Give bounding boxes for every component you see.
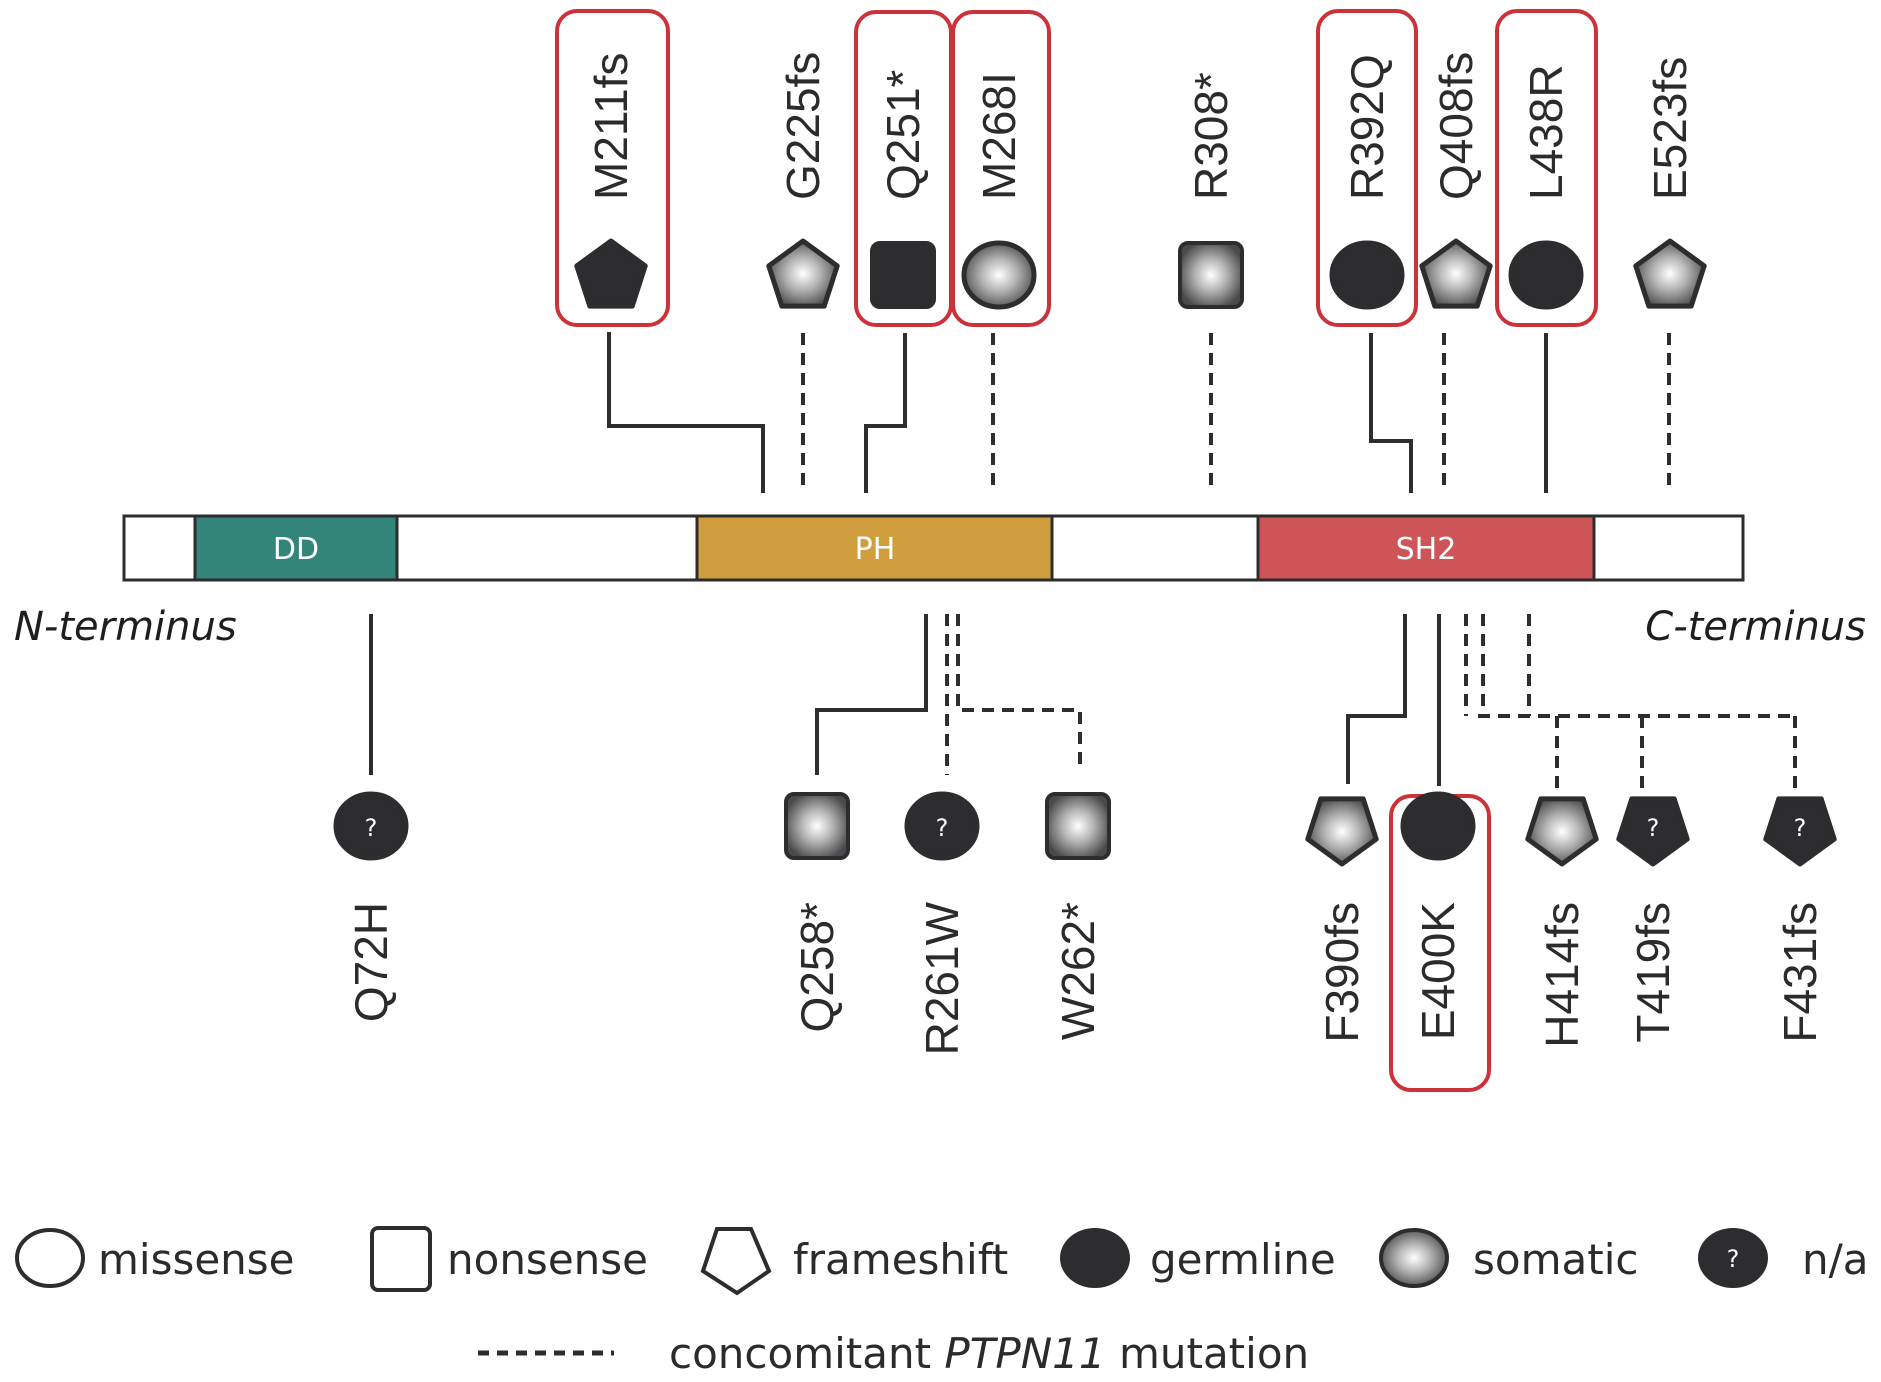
connector-q251: [864, 333, 907, 493]
mutation-q258: Q258*: [784, 792, 850, 1033]
mutation-label: E523fs: [1644, 57, 1696, 200]
question-mark-glyph: ?: [1647, 814, 1660, 842]
somatic-square-icon: [1178, 241, 1244, 309]
mutation-label: R392Q: [1341, 54, 1393, 200]
n-terminus-label: N-terminus: [14, 604, 237, 650]
concomitant-suffix: mutation: [1106, 1329, 1310, 1378]
highlight-m268i: [951, 10, 1051, 327]
mutation-label: L438R: [1520, 64, 1572, 200]
somatic-pentagon-icon: [1419, 238, 1493, 309]
somatic-square-icon: [1045, 792, 1111, 860]
mutation-q72h: ? Q72H: [333, 791, 409, 1022]
mutation-f431fs: ? F431fs: [1763, 796, 1837, 1043]
question-mark-glyph: ?: [1727, 1245, 1740, 1273]
concomitant-gene: PTPN11: [944, 1329, 1105, 1378]
legend-na-label: n/a: [1802, 1235, 1869, 1284]
legend-germline-label: germline: [1150, 1235, 1336, 1284]
highlight-l438r: [1495, 9, 1598, 327]
mutation-label: Q251*: [877, 69, 929, 200]
pentagon-outline-icon: [700, 1227, 772, 1296]
mutation-e400k: E400K: [1400, 791, 1476, 1040]
mutation-label: M211fs: [585, 53, 637, 200]
mutation-label: R308*: [1185, 72, 1237, 200]
legend-nonsense-label: nonsense: [447, 1235, 648, 1284]
mutation-label: Q258*: [791, 902, 843, 1033]
mutation-m268i: M268I: [961, 72, 1037, 310]
somatic-circle-icon: [961, 240, 1037, 310]
mutation-label: F390fs: [1316, 902, 1368, 1043]
mutation-label: E400K: [1412, 902, 1464, 1040]
connector-lines: [369, 332, 1797, 795]
unknown-circle-icon: [333, 791, 409, 861]
mutation-e523fs: E523fs: [1633, 57, 1707, 309]
question-mark-glyph: ?: [1794, 814, 1807, 842]
somatic-square-icon: [784, 792, 850, 860]
legend: missense nonsense frameshift germline so…: [15, 1226, 1869, 1378]
mutation-label: Q408fs: [1430, 52, 1482, 200]
domain-sh2-label: SH2: [1396, 532, 1457, 567]
top-mutations: M211fs G225fs Q251* M268I R308* R392Q Q408fs L4…: [574, 52, 1707, 310]
somatic-pentagon-icon: [1305, 796, 1379, 867]
mutation-t419fs: ? T419fs: [1616, 796, 1690, 1043]
mutation-label: M268I: [973, 72, 1025, 200]
mutation-r308: R308*: [1178, 72, 1244, 309]
mutation-g225fs: G225fs: [766, 52, 840, 309]
germline-pentagon-icon: [574, 238, 648, 309]
somatic-pentagon-icon: [1633, 238, 1707, 309]
legend-somatic-label: somatic: [1473, 1235, 1638, 1284]
somatic-pentagon-icon: [1525, 796, 1599, 867]
mutation-r261w: ? R261W: [904, 791, 980, 1055]
connector-q258: [815, 614, 928, 775]
germline-square-icon: [870, 241, 936, 309]
mutation-label: T419fs: [1627, 902, 1679, 1043]
unknown-pentagon-icon: [1616, 796, 1690, 867]
question-mark-glyph: ?: [365, 814, 378, 842]
legend-concomitant-label: concomitant PTPN11 mutation: [669, 1329, 1309, 1378]
connector-f390fs: [1346, 614, 1407, 784]
germline-circle-icon: [1400, 791, 1476, 861]
unknown-circle-icon: [904, 791, 980, 861]
legend-missense-label: missense: [98, 1235, 295, 1284]
mutation-label: G225fs: [777, 52, 829, 200]
gradient-circle-icon: [1379, 1228, 1449, 1288]
connector-w262: [956, 614, 1082, 770]
mutation-f390fs: F390fs: [1305, 796, 1379, 1043]
mutation-l438r: L438R: [1508, 64, 1584, 310]
connector-m211fs: [607, 332, 765, 493]
mutation-label: Q72H: [345, 902, 397, 1022]
filled-dark-circle-icon: [1060, 1228, 1130, 1288]
mutation-label: W262*: [1052, 902, 1104, 1040]
domain-dd: [193, 514, 399, 582]
mutation-w262: W262*: [1045, 792, 1111, 1040]
protein-bar: DD PH SH2: [122, 514, 1745, 582]
legend-frameshift-label: frameshift: [793, 1235, 1008, 1284]
mutation-q251: Q251*: [870, 69, 936, 309]
mutation-label: F431fs: [1774, 902, 1826, 1043]
question-circle-icon: [1698, 1228, 1768, 1288]
germline-circle-icon: [1508, 240, 1584, 310]
domain-ph: [695, 514, 1054, 582]
mutation-m211fs: M211fs: [574, 53, 648, 309]
circle-outline-icon: [15, 1228, 85, 1288]
mutation-h414fs: H414fs: [1525, 796, 1599, 1048]
mutation-label: R261W: [916, 901, 968, 1055]
mutation-r392q: R392Q: [1329, 54, 1405, 310]
unknown-pentagon-icon: [1763, 796, 1837, 867]
question-mark-glyph: ?: [936, 814, 949, 842]
somatic-pentagon-icon: [766, 238, 840, 309]
connector-r392q: [1369, 333, 1413, 493]
mutation-label: H414fs: [1536, 902, 1588, 1048]
c-terminus-label: C-terminus: [1645, 604, 1866, 650]
domain-sh2: [1256, 514, 1596, 582]
highlight-r392q: [1316, 9, 1418, 327]
square-outline-icon: [370, 1226, 432, 1292]
domain-ph-label: PH: [855, 532, 896, 567]
bottom-mutations: ? Q72H Q258*? R261W W262* F390fs E400K H414fs? T…: [333, 791, 1837, 1055]
domain-dd-label: DD: [273, 532, 319, 567]
germline-circle-icon: [1329, 240, 1405, 310]
concomitant-prefix: concomitant: [669, 1329, 944, 1378]
mutation-q408fs: Q408fs: [1419, 52, 1493, 309]
highlight-m211fs: [555, 9, 670, 327]
